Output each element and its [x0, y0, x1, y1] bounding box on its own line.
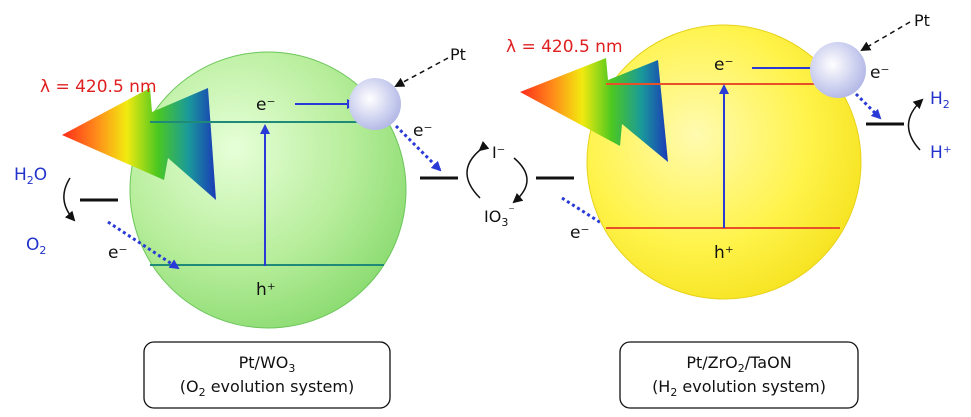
caption-right-line1: Pt/ZrO2/TaON — [686, 353, 791, 375]
caption-box-right — [619, 341, 859, 409]
reduction-arc — [466, 141, 490, 199]
pt-pointer-left — [394, 57, 449, 87]
electron-in-label-right: e⁻ — [570, 223, 589, 243]
caption-left-line2: (O2 evolution system) — [180, 377, 354, 399]
caption-left-line1: Pt/WO3 — [239, 353, 296, 375]
pt-pointer-right — [860, 21, 911, 52]
electron-out-label-left: e⁻ — [413, 121, 432, 141]
pt-label-right: Pt — [914, 11, 930, 30]
wavelength-label-right: λ = 420.5 nm — [506, 37, 623, 57]
electron-out-label-right: e⁻ — [870, 63, 889, 83]
water-oxidation-arc — [63, 177, 76, 222]
proton-label: H⁺ — [930, 143, 952, 163]
oxygen-label: O2 — [26, 235, 46, 257]
hole-label-left: h⁺ — [256, 280, 276, 300]
proton-reduction-arc — [907, 98, 924, 151]
electron-out-arrow-right — [854, 92, 882, 120]
electron-in-label-left: e⁻ — [108, 243, 127, 263]
electron-in-arrow-right — [561, 196, 636, 246]
pt-label-left: Pt — [450, 45, 466, 64]
pt-particle-right — [810, 42, 866, 98]
oxidation-arc — [512, 157, 528, 204]
light-bolt-left — [62, 88, 216, 200]
caption-box-left — [143, 341, 391, 409]
water-label: H2O — [14, 165, 47, 187]
electron-label-right: e⁻ — [714, 55, 733, 75]
iodate-label: IO3⁻ — [484, 203, 515, 229]
caption-right-line2: (H2 evolution system) — [652, 377, 826, 399]
iodide-label: I⁻ — [492, 143, 505, 162]
electron-label-left: e⁻ — [256, 95, 275, 115]
pt-particle-left — [349, 78, 401, 130]
hydrogen-label: H2 — [930, 89, 950, 111]
electron-out-arrow-left — [394, 124, 442, 172]
electron-in-arrow-left — [107, 220, 180, 270]
hole-label-right: h⁺ — [714, 243, 734, 263]
wavelength-label-left: λ = 420.5 nm — [40, 77, 157, 97]
